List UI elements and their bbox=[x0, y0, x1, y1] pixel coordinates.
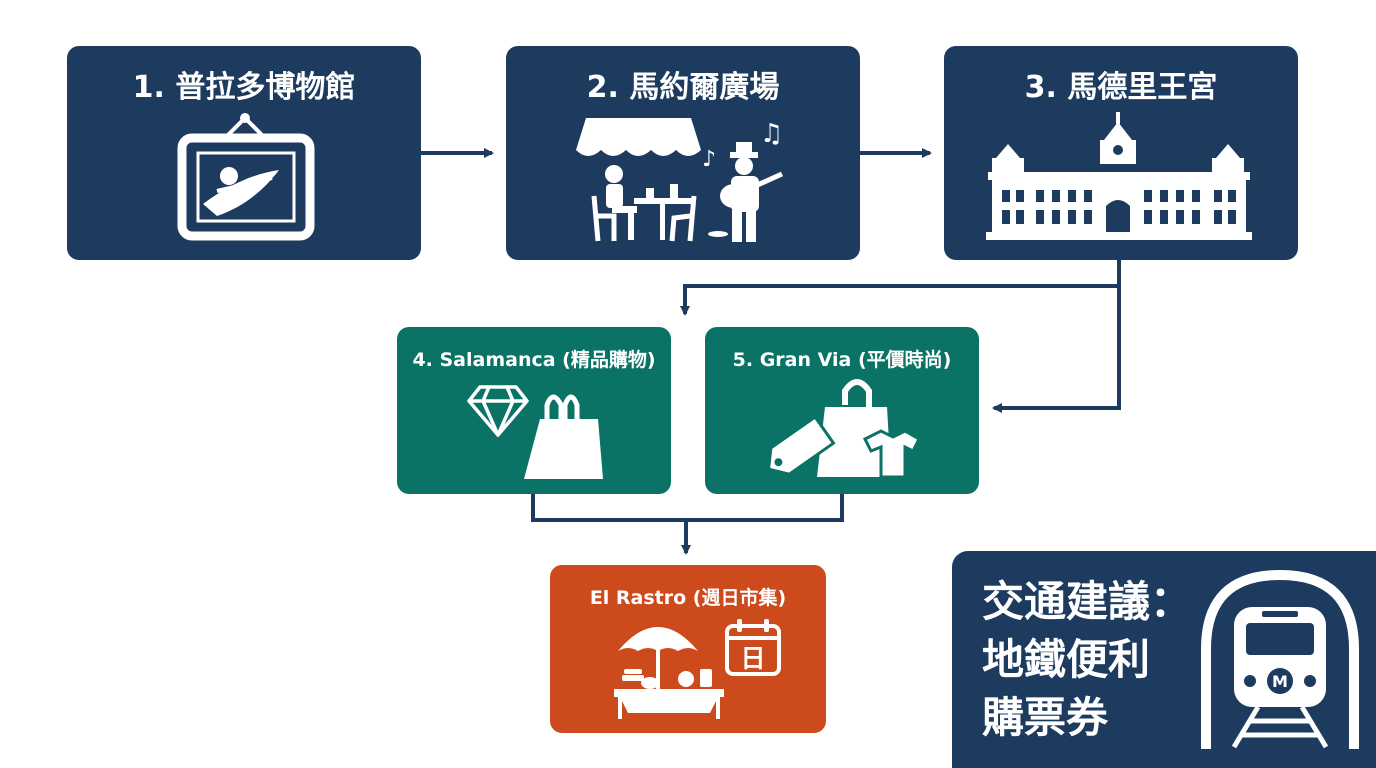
transit-advice-text: 交通建議： 地鐵便利 購票券 bbox=[982, 573, 1192, 747]
transit-line-3: 購票券 bbox=[982, 693, 1109, 742]
node-salamanca-title: 4. Salamanca (精品購物) bbox=[412, 349, 656, 371]
diamond-shopping-bag-icon bbox=[467, 385, 603, 479]
metro-logo-glyph: M bbox=[1272, 672, 1288, 691]
node-gran-via: 5. Gran Via (平價時尚) bbox=[705, 327, 979, 494]
svg-text:♪: ♪ bbox=[702, 147, 716, 172]
calendar-glyph: 日 bbox=[740, 644, 765, 673]
node-el-rastro: El Rastro (週日市集) 日 bbox=[550, 565, 826, 733]
node-palace-title: 3. 馬德里王宮 bbox=[1024, 70, 1218, 105]
price-tag-shopping-icon bbox=[766, 379, 921, 479]
metro-train-icon: M bbox=[1201, 569, 1359, 749]
arrow-palace-to-salamanca bbox=[680, 260, 1121, 316]
node-rastro-title: El Rastro (週日市集) bbox=[589, 587, 787, 609]
arrow-palace-to-granvia bbox=[992, 286, 1121, 413]
svg-text:♫: ♫ bbox=[760, 119, 783, 149]
cafe-musician-icon: ♫ ♪ bbox=[576, 118, 783, 242]
connector-shops-merge bbox=[531, 494, 844, 522]
node-prado-museum: 1. 普拉多博物館 bbox=[67, 46, 421, 260]
framed-painting-icon bbox=[177, 113, 315, 241]
transit-line-1: 交通建議： bbox=[982, 577, 1193, 626]
market-stall-umbrella-icon bbox=[614, 627, 724, 719]
node-prado-title: 1. 普拉多博物館 bbox=[132, 70, 356, 105]
node-plaza-title: 2. 馬約爾廣場 bbox=[586, 70, 780, 105]
transit-advice-panel: 交通建議： 地鐵便利 購票券 M bbox=[952, 551, 1376, 768]
transit-line-2: 地鐵便利 bbox=[982, 635, 1151, 684]
palace-icon bbox=[986, 112, 1252, 240]
node-granvia-title: 5. Gran Via (平價時尚) bbox=[732, 349, 952, 371]
calendar-icon: 日 bbox=[725, 619, 781, 676]
node-salamanca: 4. Salamanca (精品購物) bbox=[397, 327, 671, 494]
node-plaza-mayor: 2. 馬約爾廣場 ♫ ♪ bbox=[506, 46, 860, 260]
node-royal-palace: 3. 馬德里王宮 bbox=[944, 46, 1298, 260]
